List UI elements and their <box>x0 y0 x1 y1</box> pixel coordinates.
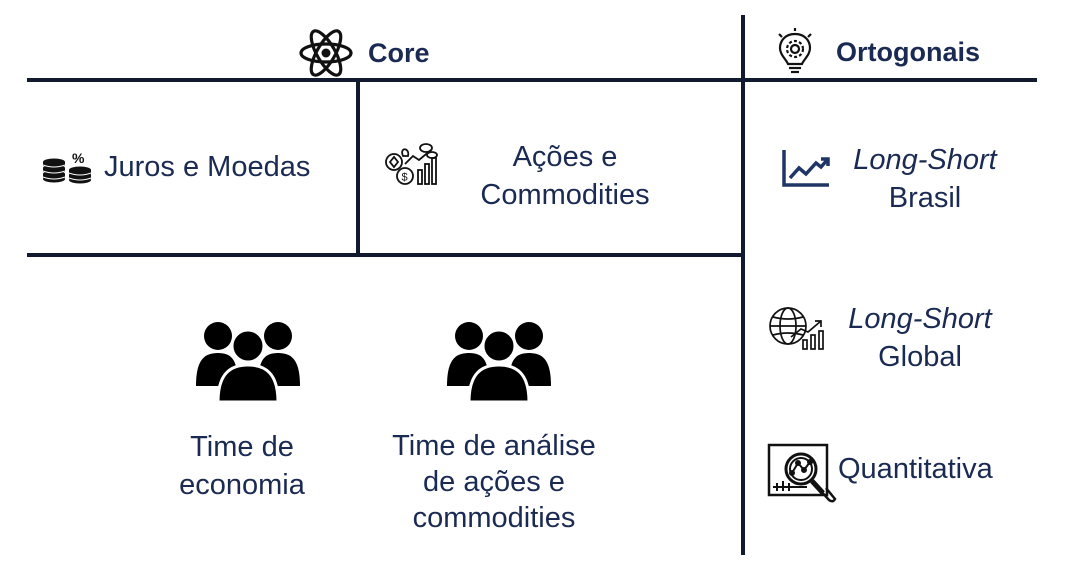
ortogonais-title: Ortogonais <box>836 36 981 67</box>
ls-global-label: Long-Short Global <box>835 300 1005 376</box>
team-icon <box>196 318 300 402</box>
ls-brasil-line1: Long-Short <box>853 144 997 176</box>
team-acoes-line2: de ações e <box>423 466 565 498</box>
team-acoes-line1: Time de análise <box>392 430 596 462</box>
team-icon <box>447 318 551 402</box>
team-acoes-line3: commodities <box>412 502 576 534</box>
acoes-line2: Commodities <box>480 179 650 211</box>
acoes-commodities-label: Ações e Commodities <box>460 138 670 214</box>
ortogonais-header: Ortogonais <box>776 28 980 76</box>
svg-text:%: % <box>72 150 85 166</box>
ls-global-line2: Global <box>878 341 962 373</box>
vertical-divider-main <box>741 15 745 555</box>
lightbulb-gear-icon <box>776 28 814 76</box>
team-economia-label: Time de economia <box>142 428 342 504</box>
juros-moedas-label: Juros e Moedas <box>104 151 311 183</box>
quantitativa-label: Quantitativa <box>838 453 993 485</box>
header-underline-core <box>27 78 741 82</box>
magnifier-chart-icon <box>767 443 845 505</box>
svg-text:$: $ <box>402 172 408 184</box>
ls-brasil-line2: Brasil <box>888 182 962 214</box>
team-acoes-label: Time de análise de ações e commodities <box>368 428 620 536</box>
core-header: Core <box>298 25 430 81</box>
header-underline-ortogonais <box>745 78 1037 82</box>
core-row-divider <box>27 253 745 257</box>
line-chart-icon <box>781 148 831 188</box>
ls-brasil-label: Long-Short Brasil <box>840 141 1010 217</box>
team-economia-line2: economia <box>179 469 305 501</box>
coins-percent-icon: % <box>42 150 94 184</box>
core-title: Core <box>368 37 430 68</box>
assets-growth-icon: $ <box>383 138 441 188</box>
globe-chart-icon <box>767 305 829 351</box>
juros-moedas-cell: % Juros e Moedas <box>42 148 310 186</box>
core-cell-divider <box>356 82 360 255</box>
acoes-line1: Ações e <box>512 141 618 173</box>
ls-global-line1: Long-Short <box>848 303 992 335</box>
team-economia-line1: Time de <box>190 431 294 463</box>
atom-icon <box>298 25 354 81</box>
